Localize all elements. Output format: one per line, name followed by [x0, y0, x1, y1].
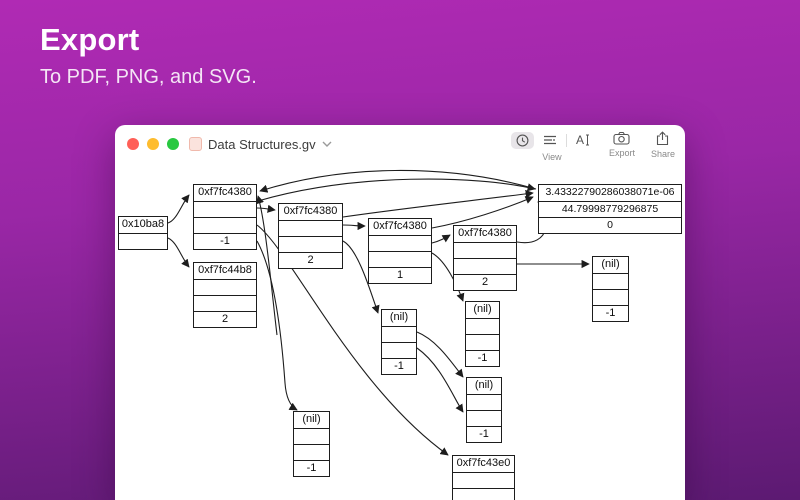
- hero-subtitle: To PDF, PNG, and SVG.: [40, 66, 257, 88]
- export-tool-group: Export: [609, 130, 635, 158]
- node-row: [467, 410, 501, 426]
- node-row: [454, 258, 516, 274]
- document-title-menu[interactable]: Data Structures.gv: [189, 137, 332, 152]
- history-button[interactable]: [510, 131, 534, 149]
- traffic-lights: [127, 138, 179, 150]
- view-label: View: [542, 152, 562, 162]
- node-row: 1: [369, 267, 431, 283]
- close-button[interactable]: [127, 138, 139, 150]
- document-icon: [189, 137, 202, 151]
- node-row: [194, 201, 256, 217]
- node-row: -1: [194, 233, 256, 249]
- node-b: 0xf7fc44b8 2: [193, 262, 257, 328]
- node-row: [369, 235, 431, 251]
- export-label: Export: [608, 148, 635, 158]
- share-tool-group: Share: [651, 130, 675, 159]
- node-row: (nil): [474, 379, 494, 391]
- node-row: -1: [593, 305, 628, 321]
- app-window: Data Structures.gv: [115, 125, 685, 500]
- node-tail: 0xf7fc43e0: [452, 455, 515, 500]
- node-row: [593, 289, 628, 305]
- node-nil-1: (nil) -1: [592, 256, 629, 322]
- node-nil-4: (nil) -1: [466, 377, 502, 443]
- node-row: -1: [467, 426, 501, 442]
- node-row: [294, 428, 329, 444]
- node-row: 0: [539, 217, 681, 233]
- chevron-down-icon: [322, 141, 332, 147]
- node-row: [382, 342, 416, 358]
- node-row: 0xf7fc43e0: [456, 457, 511, 469]
- node-row: -1: [466, 350, 499, 366]
- node-row: -1: [382, 358, 416, 374]
- node-nil-5: (nil) -1: [293, 411, 330, 477]
- node-row: 0xf7fc4380: [458, 227, 512, 239]
- clock-icon: [516, 134, 529, 146]
- node-row: [194, 217, 256, 233]
- share-button[interactable]: [653, 130, 672, 147]
- node-row: 0xf7fc4380: [373, 220, 427, 232]
- window-titlebar: Data Structures.gv: [115, 125, 685, 163]
- node-row: 0xf7fc4380: [283, 205, 338, 217]
- node-row: [453, 488, 514, 500]
- node-row: [467, 394, 501, 410]
- view-options-button[interactable]: [540, 133, 560, 147]
- view-tool-group: A View: [510, 130, 593, 162]
- graph-canvas: 0x10ba8 0xf7fc4380 -1 0xf7fc44b8 2 0xf7f…: [115, 163, 685, 500]
- node-row: [466, 318, 499, 334]
- hero: Export To PDF, PNG, and SVG.: [40, 22, 257, 89]
- node-row: [454, 242, 516, 258]
- node-row: [593, 273, 628, 289]
- node-row: (nil): [302, 413, 321, 425]
- node-c: 0xf7fc4380 2: [278, 203, 343, 269]
- node-row: 0xf7fc4380: [198, 186, 252, 198]
- graph-edges: [167, 169, 590, 456]
- node-row: 3.43322790286038071e-06: [545, 186, 675, 198]
- minimize-button[interactable]: [147, 138, 159, 150]
- node-row: (nil): [389, 311, 409, 323]
- share-label: Share: [650, 149, 675, 159]
- node-row: [369, 251, 431, 267]
- node-row: 0x10ba8: [121, 218, 165, 230]
- node-nil-3: (nil) -1: [465, 301, 500, 367]
- hero-title: Export: [40, 22, 140, 57]
- toolbar-divider: [565, 133, 567, 147]
- node-a: 0xf7fc4380 -1: [193, 184, 257, 250]
- camera-icon: [613, 131, 631, 145]
- node-row: 0xf7fc44b8: [198, 264, 252, 276]
- node-row: [279, 220, 342, 236]
- toolbar: A View Export: [510, 130, 675, 162]
- node-row: [194, 279, 256, 295]
- node-row: [119, 233, 167, 249]
- node-row: [194, 295, 256, 311]
- share-icon: [657, 131, 669, 146]
- node-row: 2: [279, 252, 342, 268]
- zoom-button[interactable]: [167, 138, 179, 150]
- node-row: [382, 326, 416, 342]
- node-row: (nil): [473, 303, 492, 315]
- node-row: [279, 236, 342, 252]
- node-row: -1: [294, 460, 329, 476]
- node-row: [466, 334, 499, 350]
- list-lines-icon: [543, 135, 556, 145]
- text-size-button[interactable]: A: [573, 132, 593, 148]
- text-cursor-icon: A: [576, 133, 590, 147]
- node-row: 2: [454, 274, 516, 290]
- node-row: (nil): [601, 258, 620, 270]
- export-button[interactable]: [610, 130, 633, 146]
- document-name: Data Structures.gv: [208, 136, 316, 152]
- node-row: 2: [194, 311, 256, 327]
- node-row: [294, 444, 329, 460]
- node-d: 0xf7fc4380 1: [368, 218, 432, 284]
- node-row: [453, 472, 514, 488]
- node-floats: 3.43322790286038071e-06 44.7999877929687…: [538, 184, 682, 234]
- node-row: 44.79998779296875: [539, 201, 681, 217]
- node-nil-2: (nil) -1: [381, 309, 417, 375]
- node-e: 0xf7fc4380 2: [453, 225, 517, 291]
- node-root: 0x10ba8: [118, 216, 168, 250]
